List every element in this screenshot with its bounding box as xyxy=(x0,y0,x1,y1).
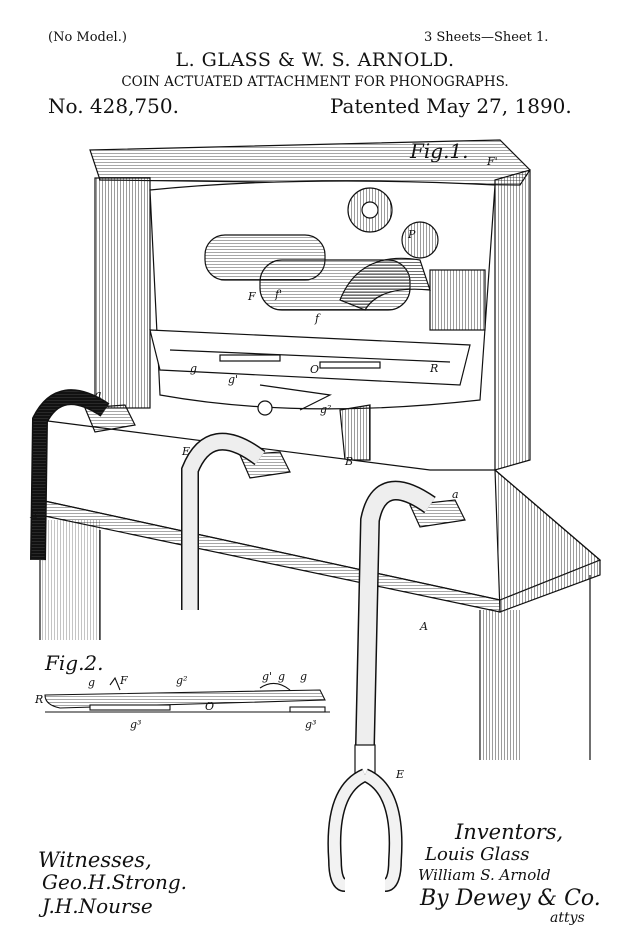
cabinet-right-wall xyxy=(494,169,531,471)
witnesses-label: Witnesses, xyxy=(38,848,152,872)
tube-connector xyxy=(354,744,376,776)
svg-text:a: a xyxy=(452,488,459,501)
table-end xyxy=(494,468,601,613)
model-note: (No Model.) xyxy=(48,30,127,45)
svg-text:R: R xyxy=(429,362,438,375)
attorney-abbreviation: attys xyxy=(550,910,585,926)
svg-text:E: E xyxy=(181,445,190,458)
svg-text:g³: g³ xyxy=(305,718,316,731)
patent-date: Patented May 27, 1890. xyxy=(330,94,572,118)
svg-text:O: O xyxy=(205,700,214,713)
fig1-drawing xyxy=(30,139,602,892)
speaking-tube-elbow xyxy=(339,257,431,311)
inventors-label: Inventors, xyxy=(455,820,564,844)
svg-text:F: F xyxy=(247,290,256,303)
ring-lug xyxy=(257,400,273,416)
sheet-number: 3 Sheets—Sheet 1. xyxy=(424,30,549,45)
coin-chute xyxy=(339,404,371,461)
svg-text:g': g' xyxy=(228,373,238,386)
svg-text:a: a xyxy=(95,388,102,401)
fig2-label: Fig.2. xyxy=(44,651,104,675)
fig1-labels: Fig.1. F' P F f' f O R g g' g² a E B A a… xyxy=(29,139,498,781)
hearing-tube xyxy=(356,482,435,746)
inventor-signature: William S. Arnold xyxy=(418,866,551,884)
svg-text:g: g xyxy=(300,670,307,683)
fig2-drawing xyxy=(44,676,330,713)
svg-text:g: g xyxy=(88,676,95,689)
fig1-label: Fig.1. xyxy=(409,139,469,163)
slide-plate xyxy=(149,329,471,386)
svg-text:g': g' xyxy=(262,670,272,683)
svg-text:E: E xyxy=(29,508,38,521)
svg-text:g²: g² xyxy=(176,674,187,687)
svg-text:f': f' xyxy=(274,288,282,301)
fig2-labels: Fig.2. R g F g² g' g g O g³ g³ xyxy=(34,651,316,731)
fig2-slide-section xyxy=(44,689,326,709)
svg-text:g: g xyxy=(190,362,197,375)
ear-tube-right xyxy=(362,769,402,891)
motor-housing xyxy=(429,269,486,331)
svg-text:O: O xyxy=(310,363,319,376)
witness-signature: J.H.Nourse xyxy=(42,894,153,918)
governor xyxy=(401,221,439,259)
hearing-tube xyxy=(182,434,265,610)
svg-text:f: f xyxy=(314,312,321,325)
svg-text:R: R xyxy=(34,693,43,706)
svg-text:g³: g³ xyxy=(130,718,141,731)
svg-text:F': F' xyxy=(486,155,498,168)
svg-text:F: F xyxy=(119,674,128,687)
svg-text:A: A xyxy=(419,620,428,633)
svg-text:E: E xyxy=(395,768,404,781)
svg-text:P: P xyxy=(407,228,416,241)
witness-signature: Geo.H.Strong. xyxy=(42,870,188,894)
inventors-heading: L. GLASS & W. S. ARNOLD. xyxy=(175,49,455,71)
cabinet-left-wall xyxy=(94,177,151,409)
invention-title: COIN ACTUATED ATTACHMENT FOR PHONOGRAPHS… xyxy=(121,74,509,90)
svg-text:g²: g² xyxy=(320,403,331,416)
attorney-signature: By Dewey & Co. xyxy=(420,886,601,911)
svg-text:g: g xyxy=(278,670,285,683)
svg-text:B: B xyxy=(344,455,353,468)
inventor-signature: Louis Glass xyxy=(425,844,530,865)
patent-number: No. 428,750. xyxy=(48,94,179,118)
ear-tube-left xyxy=(328,769,368,891)
hearing-tube xyxy=(31,390,109,561)
